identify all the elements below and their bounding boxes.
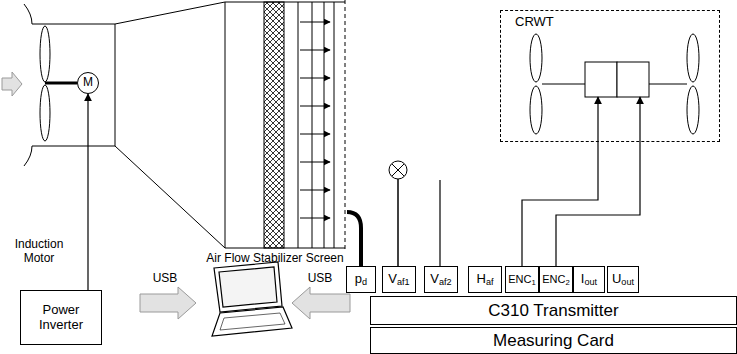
anemometer — [389, 161, 407, 266]
node-text: Power Inverter — [23, 303, 99, 333]
sensor-box: pd — [346, 266, 376, 293]
usb-arrow — [292, 287, 350, 319]
transmitter-box: C310 Transmitter — [370, 296, 737, 325]
sensor-box: Uout — [607, 266, 639, 293]
sensor-box: Vaf1 — [382, 266, 416, 293]
node-text: M — [83, 76, 93, 90]
signal-arrow — [87, 94, 88, 290]
laptop-icon — [212, 262, 292, 336]
generator — [542, 62, 687, 97]
intake-arrow — [2, 72, 22, 96]
node-text: ENC2 — [542, 273, 570, 286]
node-text: CRWT — [515, 15, 554, 30]
usb-arrow — [140, 287, 196, 319]
node-text: Vaf2 — [430, 272, 451, 287]
wind-tunnel — [24, 0, 345, 252]
node-text: ENC1 — [508, 273, 536, 286]
part-label: Induction Motor — [2, 238, 76, 266]
sensor-box: Vaf2 — [424, 266, 458, 293]
signal-label: USB — [305, 272, 335, 286]
motor-circle: M — [77, 72, 99, 94]
node-text: C310 Transmitter — [488, 301, 618, 321]
node-text: Uout — [612, 272, 634, 287]
sensor-box: ENC2 — [539, 266, 573, 293]
sensor-box: Iout — [573, 266, 605, 293]
node-text: Iout — [581, 272, 597, 287]
signal-label: USB — [150, 272, 180, 286]
node-text: Vaf1 — [388, 272, 409, 287]
turbine-region: CRWT — [500, 10, 720, 142]
sensor-box: Haf — [468, 266, 502, 293]
node-text: Measuring Card — [493, 331, 614, 351]
probe-rod — [439, 180, 440, 266]
fan — [40, 26, 77, 141]
part-label: Air Flow Stabilizer Screen — [195, 252, 355, 266]
node-text: Haf — [477, 272, 494, 287]
pressure-tube — [347, 212, 361, 266]
node-text: pd — [355, 272, 367, 287]
inverter-box: Power Inverter — [20, 290, 102, 345]
signal-arrow — [556, 97, 640, 266]
flow-arrows — [300, 22, 330, 218]
signal-arrow — [522, 97, 598, 266]
sensor-box: ENC1 — [505, 266, 539, 293]
rotor — [530, 34, 699, 134]
card-box: Measuring Card — [370, 327, 737, 354]
